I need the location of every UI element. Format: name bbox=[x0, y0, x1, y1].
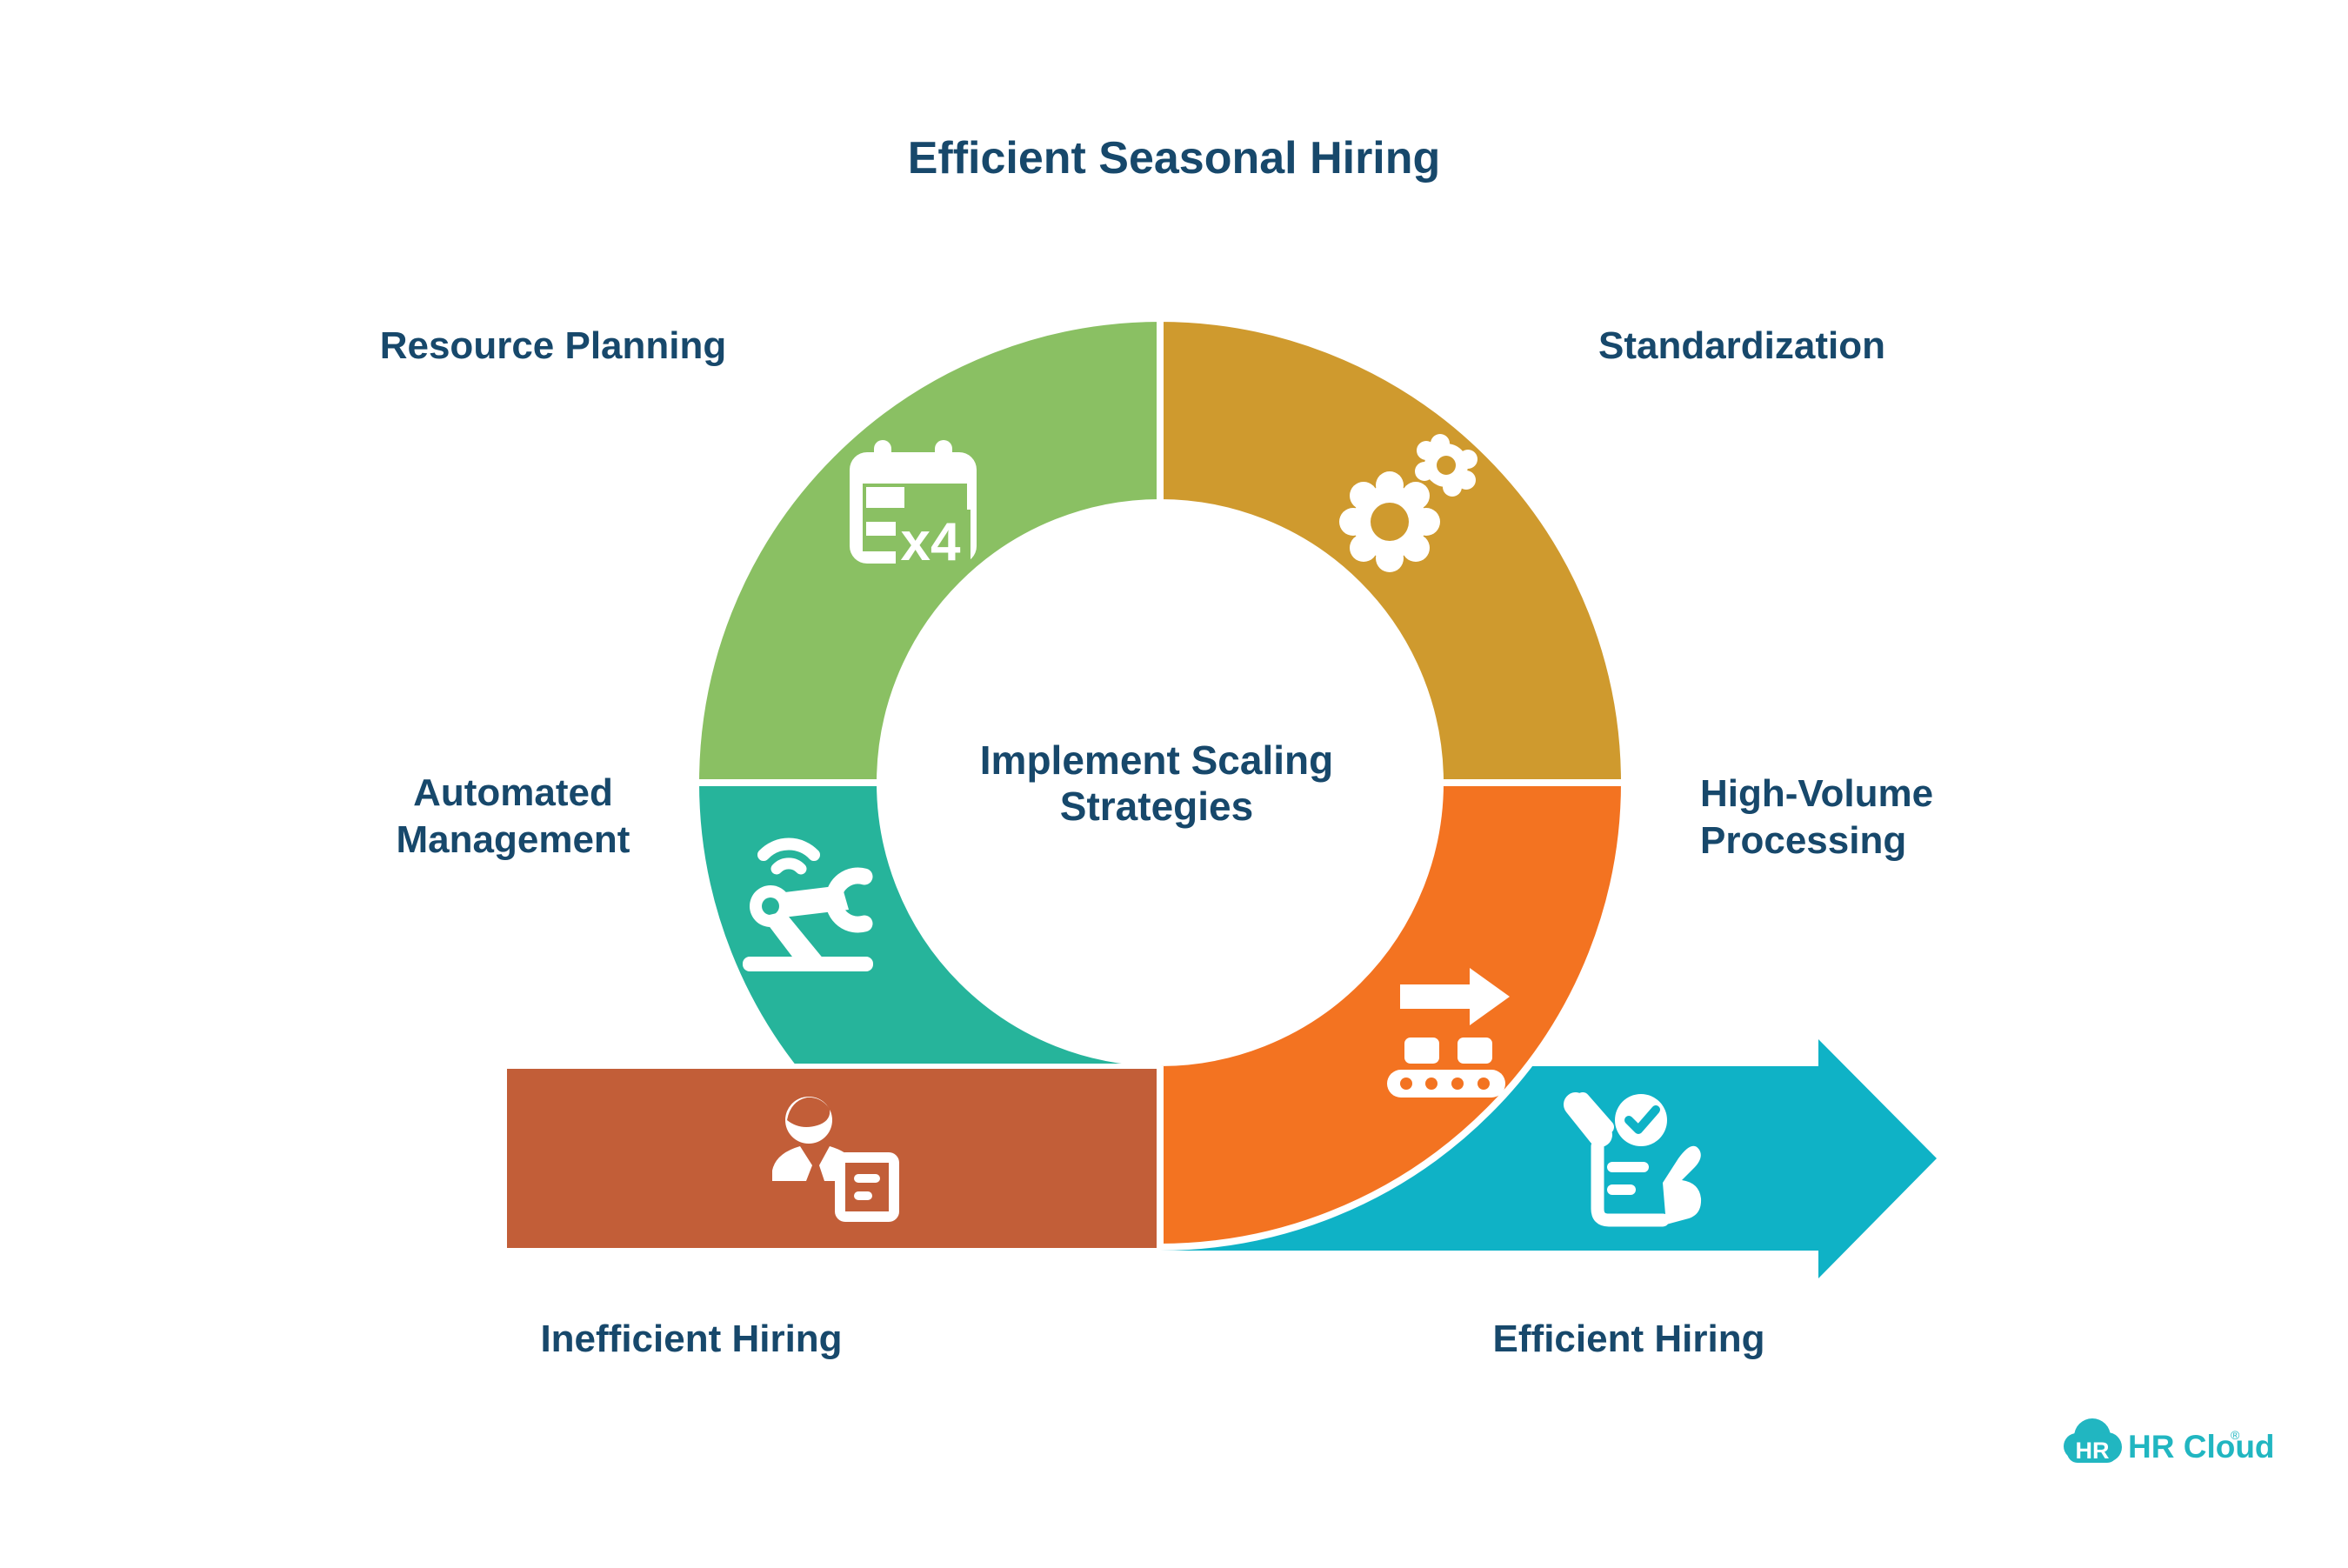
label-high-volume-processing: High-Volume Processing bbox=[1700, 772, 1934, 862]
gear-large bbox=[1339, 471, 1440, 572]
conveyor-icon bbox=[1387, 968, 1510, 1098]
calendar-x4-icon: x4 bbox=[850, 440, 977, 572]
registered-mark: ® bbox=[2231, 1428, 2240, 1442]
center-label: Implement Scaling Strategies bbox=[979, 737, 1334, 829]
calendar-multiplier-text: x4 bbox=[901, 512, 961, 572]
gears-icon bbox=[1339, 434, 1478, 572]
hr-cloud-wordmark: HR Cloud bbox=[2128, 1429, 2275, 1465]
page-title: Efficient Seasonal Hiring bbox=[907, 133, 1441, 183]
gear-small bbox=[1415, 434, 1478, 497]
label-resource-planning: Resource Planning bbox=[379, 324, 727, 367]
checklist-hand-icon bbox=[1564, 1092, 1702, 1227]
label-automated-management: Automated Management bbox=[396, 771, 630, 861]
hr-cloud-icon bbox=[2064, 1418, 2122, 1463]
segment-high-volume-processing bbox=[1157, 779, 1629, 1251]
person-document-icon bbox=[772, 1097, 899, 1222]
robot-arm-icon bbox=[743, 837, 873, 971]
label-inefficient-hiring: Inefficient Hiring bbox=[540, 1318, 843, 1360]
hr-badge-text: HR bbox=[2076, 1438, 2110, 1464]
label-standardization: Standardization bbox=[1598, 324, 1886, 367]
hr-cloud-logo: HR HR Cloud ® bbox=[2064, 1418, 2275, 1465]
label-efficient-hiring: Efficient Hiring bbox=[1492, 1318, 1765, 1360]
